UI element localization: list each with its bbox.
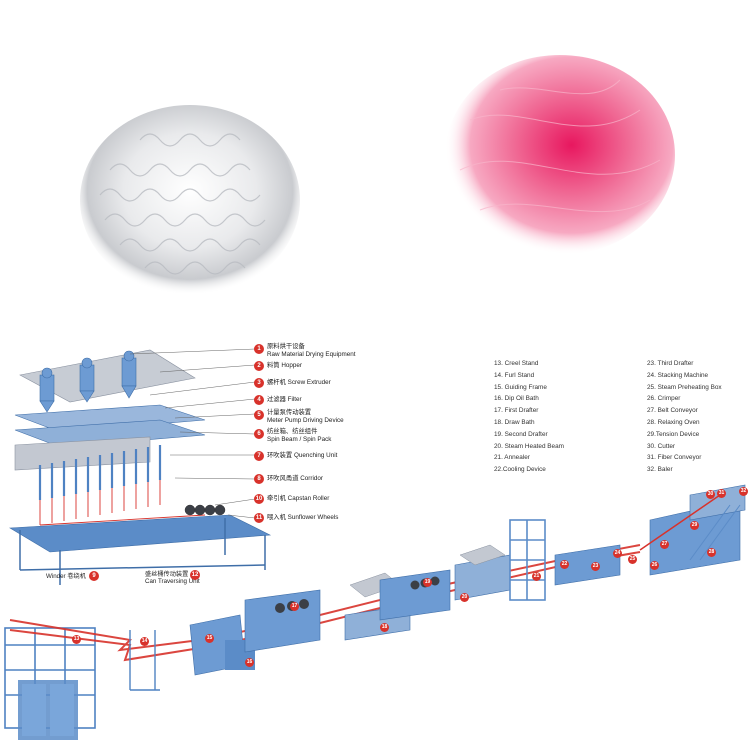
extruder-label-zh: 环吹风甬道: [267, 475, 300, 482]
legend-item: 26. Crimper: [647, 395, 722, 407]
extruder-label-badge: 5: [254, 410, 264, 420]
legend-item: 24. Stacking Machine: [647, 372, 722, 384]
line-marker: 19: [423, 578, 432, 587]
extruder-label-en: Raw Material Drying Equipment: [267, 351, 356, 359]
legend-item: 15. Guiding Frame: [494, 384, 564, 396]
legend-item: 29.Tension Device: [647, 431, 722, 443]
line-marker: 24: [613, 549, 622, 558]
legend-item: 32. Baler: [647, 466, 722, 478]
legend-item: 23. Third Drafter: [647, 360, 722, 372]
legend-item: 27. Belt Conveyor: [647, 407, 722, 419]
legend-item: 31. Fiber Conveyor: [647, 454, 722, 466]
can-label-badge: 12: [190, 570, 200, 580]
line-marker: 21: [532, 572, 541, 581]
extruder-label: 环吹装置 Quenching Unit: [267, 452, 337, 460]
line-marker: 32: [739, 487, 748, 496]
line-marker: 13: [72, 635, 81, 644]
winder-label-badge: 9: [89, 571, 99, 581]
line-marker: 27: [660, 540, 669, 549]
extruder-label-badge: 10: [254, 494, 264, 504]
line-marker: 30: [706, 490, 715, 499]
white-fiber-image: [80, 105, 300, 295]
extruder-label-en: Spin Beam / Spin Pack: [267, 436, 331, 444]
line-marker: 22: [560, 560, 569, 569]
line-marker: 20: [460, 593, 469, 602]
line-marker: 16: [245, 658, 254, 667]
extruder-label-en: Filter: [288, 396, 302, 403]
extruder-label: 料筒 Hopper: [267, 362, 302, 370]
extruder-label-badge: 4: [254, 395, 264, 405]
legend-item: 20. Steam Heated Beam: [494, 443, 564, 455]
legend-item: 18. Draw Bath: [494, 419, 564, 431]
line-marker: 31: [717, 489, 726, 498]
line-marker: 15: [205, 634, 214, 643]
winder-label-text: Winder 卷绕机: [46, 573, 86, 580]
extruder-label-badge: 8: [254, 474, 264, 484]
legend-item: 25. Steam Preheating Box: [647, 384, 722, 396]
legend-item: 16. Dip Oil Bath: [494, 395, 564, 407]
extruder-label: 螺杆机 Screw Extruder: [267, 379, 331, 387]
extruder-label: 喂入机 Sunflower Wheels: [267, 514, 338, 522]
pink-fiber-image: [445, 55, 675, 255]
extruder-label-zh: 螺杆机: [267, 379, 288, 386]
extruder-label-en: Corridor: [300, 475, 323, 482]
spinning-machine-illustration: [10, 350, 270, 585]
extruder-label-zh: 牵引机: [267, 495, 288, 502]
legend-item: 13. Creel Stand: [494, 360, 564, 372]
extruder-label-zh: 原料烘干设备: [267, 343, 356, 351]
legend-item: 30. Cutter: [647, 443, 722, 455]
legend-item: 14. Furl Stand: [494, 372, 564, 384]
line-marker: 29: [690, 521, 699, 530]
extruder-label-zh: 纺丝箱、纺丝组件: [267, 428, 331, 436]
legend-item: 28. Relaxing Oven: [647, 419, 722, 431]
winder-label: Winder 卷绕机: [46, 573, 86, 580]
extruder-label-badge: 1: [254, 344, 264, 354]
line-marker: 28: [707, 548, 716, 557]
line-marker: 17: [290, 602, 299, 611]
extruder-label-en: Sunflower Wheels: [288, 514, 339, 521]
extruder-label-badge: 2: [254, 361, 264, 371]
extruder-label-zh: 环吹装置: [267, 452, 294, 459]
extruder-label: 环吹风甬道 Corridor: [267, 475, 323, 483]
extruder-label: 牵引机 Capstan Roller: [267, 495, 329, 503]
extruder-label-badge: 6: [254, 429, 264, 439]
extruder-label-zh: 过滤器: [267, 396, 288, 403]
legend-item: 19. Second Drafter: [494, 431, 564, 443]
extruder-label-zh: 喂入机: [267, 514, 288, 521]
extruder-label-en: Quenching Unit: [294, 452, 337, 459]
extruder-label-en: Hopper: [281, 362, 302, 369]
legend-item: 21. Annealer: [494, 454, 564, 466]
line-marker: 25: [628, 555, 637, 564]
line-marker: 23: [591, 562, 600, 571]
extruder-label: 过滤器 Filter: [267, 396, 302, 404]
line-marker: 18: [380, 623, 389, 632]
legend-item: 22.Cooling Device: [494, 466, 564, 478]
extruder-label-badge: 11: [254, 513, 264, 523]
extruder-label-en: Meter Pump Driving Device: [267, 417, 344, 425]
extruder-label-en: Capstan Roller: [288, 495, 330, 502]
extruder-label-en: Screw Extruder: [288, 379, 331, 386]
line-marker: 26: [650, 561, 659, 570]
extruder-label-zh: 计量泵传动装置: [267, 409, 344, 417]
line-marker: 14: [140, 637, 149, 646]
extruder-label-badge: 3: [254, 378, 264, 388]
legend-item: 17. First Drafter: [494, 407, 564, 419]
extruder-label-badge: 7: [254, 451, 264, 461]
extruder-label-zh: 料筒: [267, 362, 281, 369]
